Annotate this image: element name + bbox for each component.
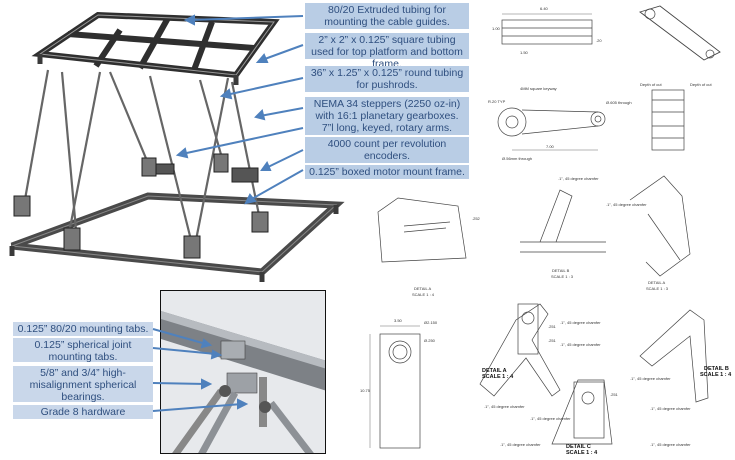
callout-square-tubing: 2” x 2” x 0.125” square tubing used for … — [305, 33, 469, 70]
rotary-arm-iso — [639, 5, 721, 61]
detail-a-assembly — [479, 303, 561, 397]
chamfer-label-2: .1", 45 degree chamfer — [606, 202, 647, 207]
callout-spherical-bearings: 5/8” and 3/4” high-misalignment spherica… — [13, 366, 153, 403]
num-252: .252 — [472, 216, 481, 221]
detail-a-sketch-1 — [377, 197, 467, 263]
callout-encoders: 4000 count per revolution encoders. — [305, 137, 469, 163]
stepper-motors — [13, 153, 269, 259]
detail-a-caption-1: DETAIL A — [414, 286, 431, 291]
dim-c: .20 — [596, 38, 602, 43]
detail-b-sketch — [520, 189, 606, 253]
callout-round-tubing: 36” x 1.25” x 0.125” round tubing for pu… — [305, 66, 469, 92]
plate-width: 3.50 — [394, 318, 403, 323]
callout-motor-mount: 0.125” boxed motor mount frame. — [305, 165, 469, 179]
detail-b-title: DETAIL B — [704, 366, 729, 372]
num-251-c: .251 — [610, 392, 619, 397]
chamfer-label-7: .1", 45 degree chamfer — [500, 442, 541, 447]
dim-top: 6.40 — [540, 6, 549, 11]
bore-label: Ø.56mm through — [502, 156, 532, 161]
radius-label: R.20 TYP — [488, 99, 506, 104]
detail-b-scale-1: SCALE 1 : 3 — [551, 274, 574, 279]
chamfer-label-10: .1", 45 degree chamfer — [630, 376, 671, 381]
joint-detail-inset — [160, 290, 326, 454]
detail-c-title-scale: SCALE 1 : 4 — [566, 450, 598, 456]
dim-a: 1.00 — [492, 26, 501, 31]
mount-plate — [379, 333, 421, 449]
chamfer-label-6: .1", 45 degree chamfer — [530, 416, 571, 421]
callout-rotary-arms: 7”l long, keyed, rotary arms. — [305, 121, 469, 135]
detail-b-caption-1: DETAIL B — [552, 268, 570, 273]
chamfer-label-3: .1", 45 degree chamfer — [560, 320, 601, 325]
callout-spherical-tabs: 0.125” spherical joint mounting tabs. — [13, 338, 153, 363]
detail-a-caption-2: DETAIL A — [648, 280, 665, 285]
plate-height: 10.75 — [360, 388, 371, 393]
plate-dia-2: Ø.250 — [424, 338, 436, 343]
thru-label: Ø.605 through — [606, 100, 632, 105]
detail-c-title: DETAIL C — [566, 444, 591, 450]
leader-arrows — [175, 14, 304, 205]
detail-a-title-scale: SCALE 1 : 4 — [482, 374, 514, 380]
callout-mounting-tabs: 0.125” 80/20 mounting tabs. — [13, 322, 153, 336]
callout-hardware: Grade 8 hardware — [13, 405, 153, 419]
detail-c-assembly — [551, 379, 613, 445]
chamfer-label-5: .1", 45 degree chamfer — [484, 404, 525, 409]
joint-render — [161, 291, 325, 453]
depth-cut-label-1: Depth of cut — [640, 82, 662, 87]
depth-cut-label-2: Depth of cut — [690, 82, 712, 87]
num-251-b: .251 — [548, 338, 557, 343]
keyway-label: 4MM square keyway — [520, 86, 557, 91]
chamfer-label-4: .1", 45 degree chamfer — [560, 342, 601, 347]
callout-steppers: NEMA 34 steppers (2250 oz-in) with 16:1 … — [305, 97, 469, 123]
chamfer-label-1: .1", 45 degree chamfer — [558, 176, 599, 181]
rotary-arm-plan — [497, 107, 606, 151]
detail-a-sketch-2 — [629, 175, 691, 277]
dim-b: 1.50 — [520, 50, 529, 55]
chamfer-label-9: .1", 45 degree chamfer — [650, 442, 691, 447]
detail-a-title: DETAIL A — [482, 368, 507, 374]
num-251-a: .251 — [548, 324, 557, 329]
detail-b-assembly — [639, 309, 709, 403]
detail-a-scale-1: SCALE 1 : 4 — [412, 292, 435, 297]
depth-of-cut-view — [651, 89, 685, 151]
chamfer-label-8: .1", 45 degree chamfer — [650, 406, 691, 411]
dim-len: 7.00 — [546, 144, 555, 149]
pushrods — [22, 69, 262, 241]
detail-b-title-scale: SCALE 1 : 4 — [700, 372, 732, 378]
rail-elevation — [501, 19, 593, 45]
detail-a-scale-2: SCALE 1 : 3 — [646, 286, 669, 291]
plate-dia-1: Ø2.150 — [424, 320, 438, 325]
callout-extruded-tubing: 80/20 Extruded tubing for mounting the c… — [305, 3, 469, 29]
